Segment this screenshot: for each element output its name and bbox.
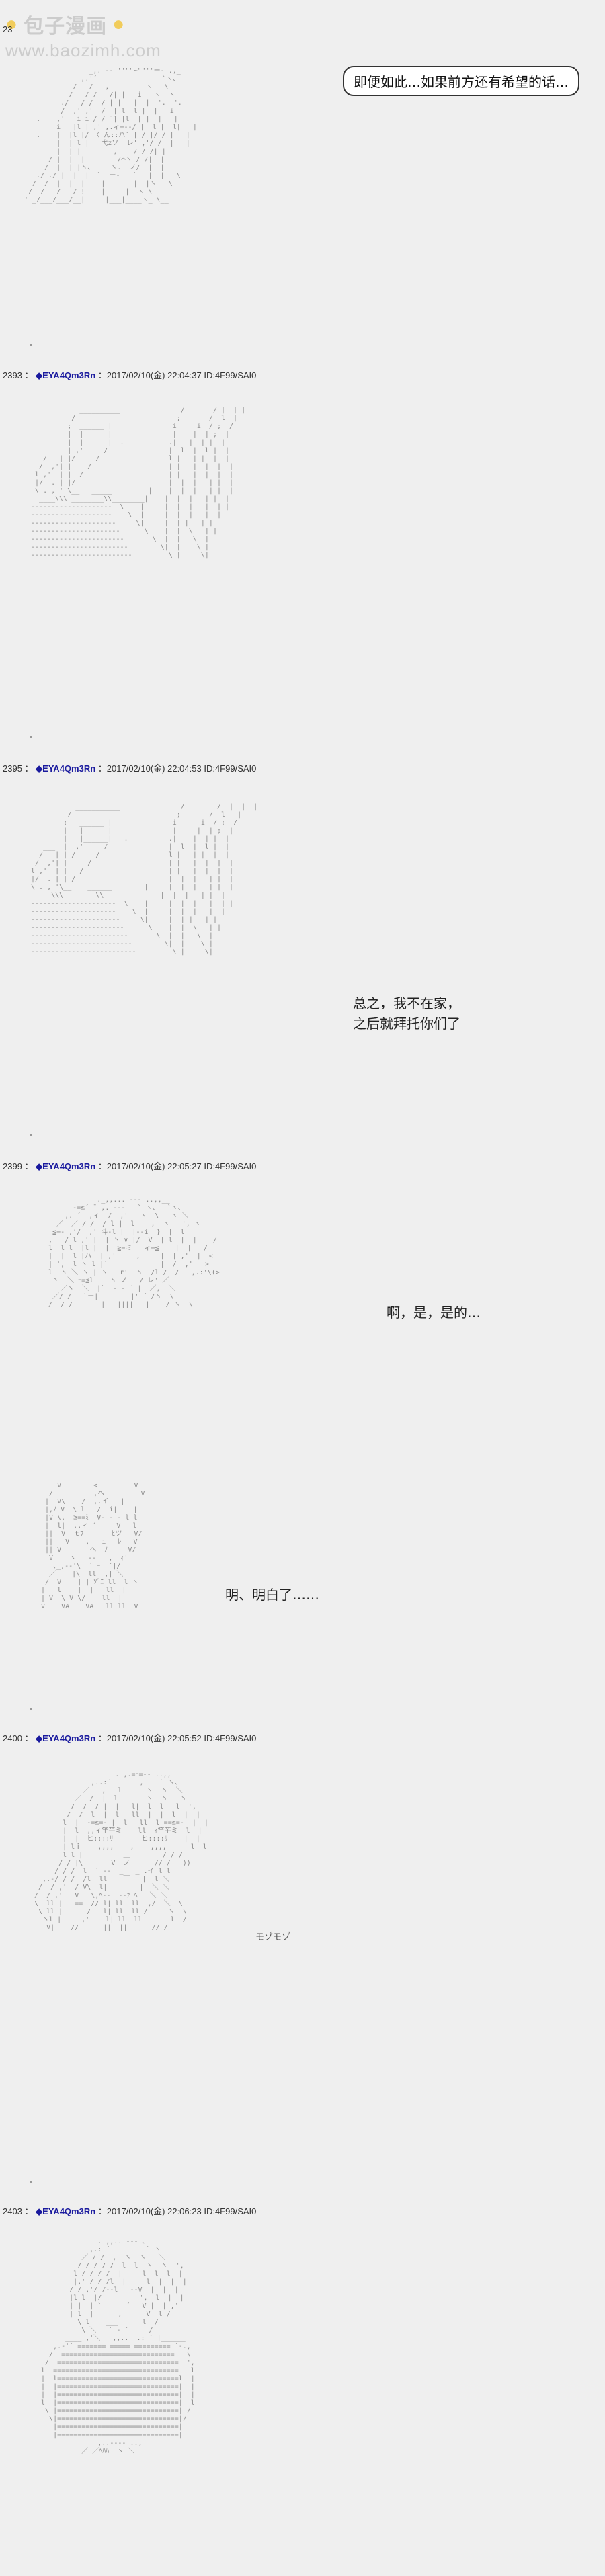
- speech-text-2399-a: 啊，是，是的…: [387, 1304, 481, 1321]
- post-header-2399: 2399 ： ◆EYA4Qm3Rn ：2017/02/10(金) 22:05:2…: [3, 1161, 257, 1171]
- speech-bubble: 即便如此…如果前方还有希望的话…: [343, 66, 579, 96]
- ascii-art-2399-a: ._,,... -‐- ..,,__ -=≦´ ̄ ,. ‐‐- ` ヽ、 `ヽ…: [48, 1196, 220, 1308]
- ascii-art-2393: __________ / / | | | / | ; / l | ; _____…: [31, 407, 246, 559]
- site-watermark: ●包子漫画● www.baozimh.com: [5, 9, 207, 61]
- separator-dot: [30, 1134, 32, 1136]
- ascii-art-2395: ___________ / / | | | / | ; / l | ; ____…: [31, 803, 258, 956]
- post-date: 2017/02/10(金) 22:06:23: [106, 2206, 202, 2216]
- watermark-url: www.baozimh.com: [5, 40, 161, 60]
- first-post-number: 23: [3, 24, 13, 34]
- separator-dot: [30, 1708, 32, 1710]
- post-date: 2017/02/10(金) 22:04:37: [106, 370, 202, 380]
- post-header-2395: 2395 ： ◆EYA4Qm3Rn ：2017/02/10(金) 22:04:5…: [3, 763, 257, 774]
- post-trip: ◆EYA4Qm3Rn: [36, 1161, 96, 1171]
- speech-text-2399-b: 明、明白了……: [225, 1587, 319, 1603]
- separator-dot: [30, 736, 32, 738]
- post-header-2393: 2393 ： ◆EYA4Qm3Rn ：2017/02/10(金) 22:04:3…: [3, 370, 257, 380]
- post-date: 2017/02/10(金) 22:05:27: [106, 1161, 202, 1171]
- post-header-2400: 2400 ： ◆EYA4Qm3Rn ：2017/02/10(金) 22:05:5…: [3, 1733, 257, 1743]
- post-number: 2393: [3, 370, 22, 380]
- star-icon: ●: [112, 13, 126, 35]
- post-trip: ◆EYA4Qm3Rn: [36, 2206, 96, 2216]
- post-id: ID:4F99/SAI0: [204, 2206, 257, 2216]
- watermark-brand: 包子漫画: [24, 15, 108, 38]
- separator-dot: [30, 2181, 32, 2183]
- post-id: ID:4F99/SAI0: [204, 1161, 257, 1171]
- post-trip: ◆EYA4Qm3Rn: [36, 370, 96, 380]
- post-date: 2017/02/10(金) 22:04:53: [106, 763, 202, 774]
- ascii-art-1: _,. -‐ ''""~""''ー- .,_ ,.'´ `ヽ、 / / , ヽ …: [24, 67, 197, 204]
- post-trip: ◆EYA4Qm3Rn: [36, 763, 96, 774]
- post-number: 2395: [3, 763, 22, 774]
- separator-dot: [30, 344, 32, 346]
- post-number: 2403: [3, 2206, 22, 2216]
- post-trip: ◆EYA4Qm3Rn: [36, 1733, 96, 1743]
- post-id: ID:4F99/SAI0: [204, 370, 257, 380]
- post-number: 2399: [3, 1161, 22, 1171]
- post-number: 2400: [3, 1733, 22, 1743]
- star-icon: ●: [5, 13, 19, 35]
- post-id: ID:4F99/SAI0: [204, 763, 257, 774]
- ascii-art-2400: ._,.=ｰ=‐- ..,,_ ,..:´ , ` ヽ、 ／ , l | ヽ ヽ…: [34, 1771, 208, 1931]
- post-header-2403: 2403 ： ◆EYA4Qm3Rn ：2017/02/10(金) 22:06:2…: [3, 2206, 257, 2216]
- ascii-art-2403: ._,,.. --‐ ､ ,.: ´ ` ヽ ／ / / , ヽ ヽ ＼ / /…: [41, 2238, 195, 2455]
- post-date: 2017/02/10(金) 22:05:52: [106, 1733, 202, 1743]
- speech-text-2395: 总之，我不在家， 之后就拜托你们了: [353, 995, 460, 1032]
- sfx-2400: モゾモゾ: [255, 1932, 291, 1942]
- post-id: ID:4F99/SAI0: [204, 1733, 257, 1743]
- ascii-art-2399-b: V < V / ,ヘ V | V\ / ,.イ | | |,ﾉ V \_l __…: [41, 1482, 149, 1610]
